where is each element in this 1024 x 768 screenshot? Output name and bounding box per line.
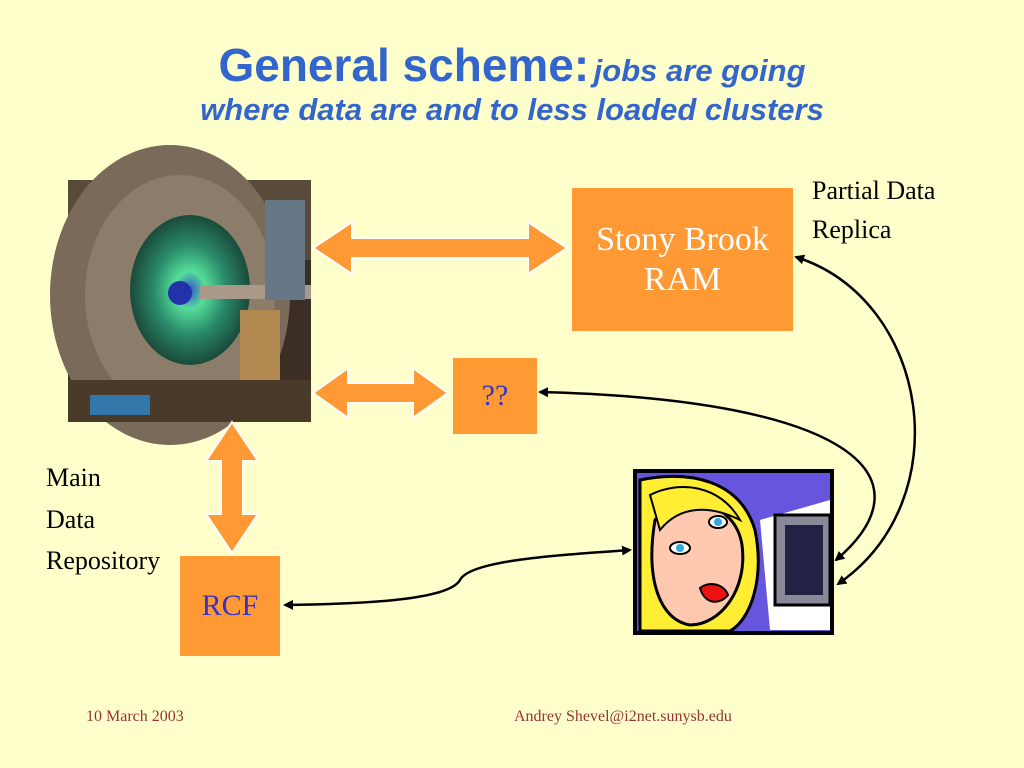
- link-user-rcf: [283, 545, 632, 610]
- arrow-detector-rcf: [204, 420, 260, 555]
- worried-user-clipart: [633, 469, 834, 635]
- rcf-node: RCF: [180, 556, 280, 656]
- main-repo-line3: Repository: [46, 546, 161, 576]
- link-user-stonybrook: [794, 254, 917, 586]
- arrow-detector-stonybrook: [311, 220, 569, 276]
- main-repo-line2: Data: [46, 504, 96, 534]
- link-user-unknown: [538, 387, 876, 562]
- footer-author: Andrey Shevel@i2net.sunysb.edu: [514, 708, 732, 725]
- main-repository-label: Main Data Repository: [46, 457, 160, 582]
- title-line2: where data are and to less loaded cluste…: [200, 92, 824, 128]
- footer-date: 10 March 2003: [86, 708, 184, 725]
- rcf-label: RCF: [201, 589, 259, 622]
- stony-brook-ram-label: Stony Brook RAM: [596, 221, 769, 298]
- partial-replica-line1: Partial Data: [812, 176, 936, 205]
- unknown-node: ??: [453, 358, 537, 434]
- slide-title: General scheme: jobs are going where dat…: [0, 38, 1024, 129]
- arrow-detector-unknown: [311, 366, 450, 420]
- partial-replica-line2: Replica: [812, 215, 892, 244]
- unknown-node-label: ??: [481, 379, 509, 412]
- title-sub: jobs are going: [593, 53, 806, 88]
- detector-photo: [50, 145, 311, 445]
- main-repo-line1: Main: [46, 463, 101, 492]
- stony-brook-ram-node: Stony Brook RAM: [572, 188, 793, 331]
- title-main: General scheme:: [218, 39, 590, 91]
- partial-replica-label: Partial Data Replica: [812, 171, 935, 249]
